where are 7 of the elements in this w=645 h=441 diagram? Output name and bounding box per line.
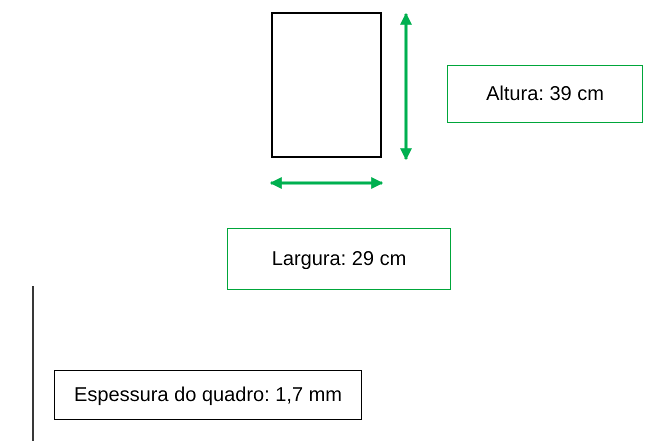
- frame-rectangle: [271, 12, 382, 158]
- label-box: [54, 370, 362, 420]
- dimension-text: Altura: 39 cm: [486, 82, 604, 106]
- dimension-text: Largura: 29 cm: [272, 248, 406, 270]
- label-box: [227, 228, 451, 290]
- dimension-text: Espessura do quadro: 1,7 mm: [74, 384, 342, 406]
- label-box: [447, 65, 643, 123]
